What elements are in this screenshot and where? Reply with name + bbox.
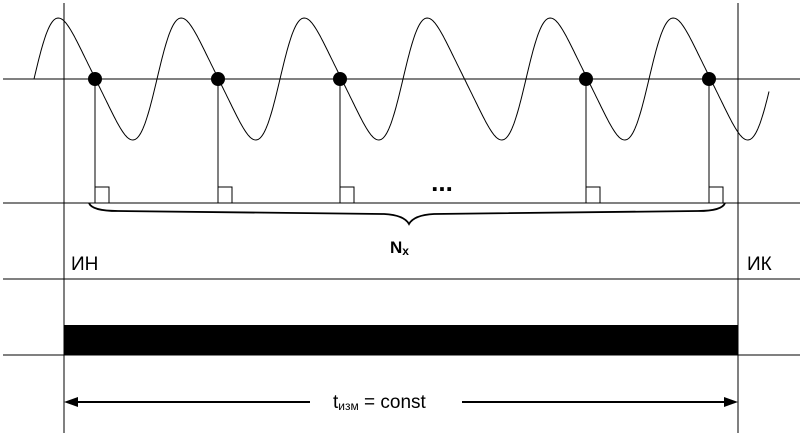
crossing-marks xyxy=(88,72,724,204)
count-label-sub: x xyxy=(402,244,409,258)
signal-waveform xyxy=(33,17,770,141)
counting-pulse xyxy=(585,186,601,204)
count-label-main: N xyxy=(390,238,402,257)
counting-pulse xyxy=(94,186,110,204)
time-arrow-left-head xyxy=(64,397,78,407)
count-brace xyxy=(88,202,726,226)
time-label-eq: = const xyxy=(359,392,427,413)
counting-pulse xyxy=(339,186,355,204)
start-label: ИН xyxy=(71,254,98,275)
time-label-sub: изм xyxy=(338,399,358,413)
counting-pulse xyxy=(217,186,233,204)
end-label: ИК xyxy=(747,254,772,275)
time-arrow-right-head xyxy=(724,397,738,407)
counting-pulse xyxy=(708,186,724,204)
time-label-main: t xyxy=(333,392,339,413)
time-label: tизм = const xyxy=(333,392,427,413)
count-label: Nx xyxy=(390,238,409,258)
ellipsis-label: ... xyxy=(431,167,453,197)
gate-bar xyxy=(64,325,738,355)
